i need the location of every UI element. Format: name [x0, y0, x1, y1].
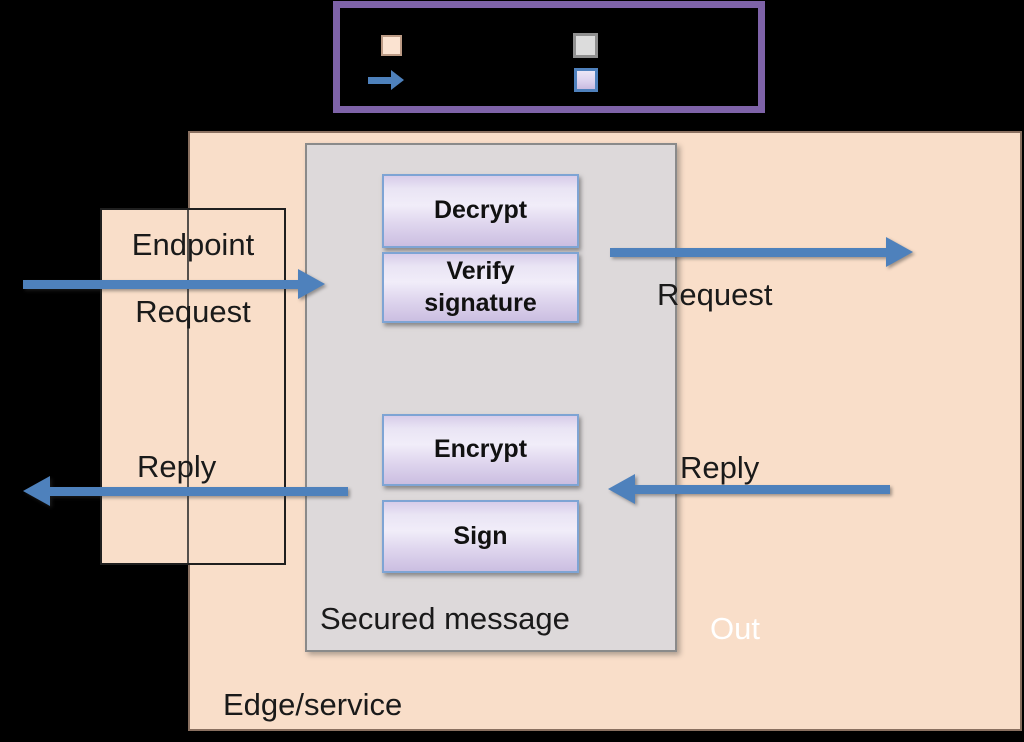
encrypt-label: Encrypt — [433, 435, 528, 464]
reply-in-label: Reply — [680, 450, 760, 485]
sign-label: Sign — [453, 521, 508, 550]
reply-out-label: Reply — [137, 449, 217, 484]
edge-service-label: Edge/service — [223, 687, 403, 722]
reply-in-arrow — [608, 474, 890, 505]
arrow-shaft — [632, 485, 890, 494]
arrow-head-right-icon — [886, 237, 913, 267]
arrow-head-left-icon — [608, 474, 635, 504]
legend-message-arrow-icon — [368, 70, 404, 91]
encrypt-box: Encrypt — [382, 414, 579, 486]
request-out-label: Request — [657, 277, 773, 312]
arrow-shaft — [368, 77, 393, 84]
arrow-shaft — [47, 487, 348, 496]
legend-box — [333, 1, 765, 113]
decrypt-box: Decrypt — [382, 174, 579, 248]
arrow-shaft — [23, 280, 301, 289]
verify-signature-line1: Verify — [446, 257, 515, 286]
verify-signature-line2: signature — [424, 288, 537, 317]
arrow-shaft — [610, 248, 889, 257]
verify-signature-label: Verify signature — [424, 256, 537, 319]
arrow-head-right-icon — [298, 269, 325, 299]
reply-out-arrow — [23, 476, 348, 507]
arrow-head — [391, 70, 404, 90]
request-out-arrow — [610, 237, 913, 268]
endpoint-label: Endpoint — [131, 227, 255, 262]
out-label: Out — [710, 611, 760, 646]
request-in-label: Request — [135, 294, 251, 329]
legend-edge-service-swatch — [381, 35, 402, 56]
verify-signature-box: Verify signature — [382, 252, 579, 323]
secured-message-label: Secured message — [320, 601, 570, 636]
edge-region-left-border — [187, 210, 189, 563]
endpoint-box — [100, 208, 286, 565]
sign-box: Sign — [382, 500, 579, 573]
legend-secured-message-swatch — [573, 33, 598, 58]
decrypt-label: Decrypt — [433, 196, 528, 225]
legend-operation-swatch — [574, 68, 598, 92]
arrow-head-left-icon — [23, 476, 50, 506]
request-in-arrow — [23, 269, 325, 300]
